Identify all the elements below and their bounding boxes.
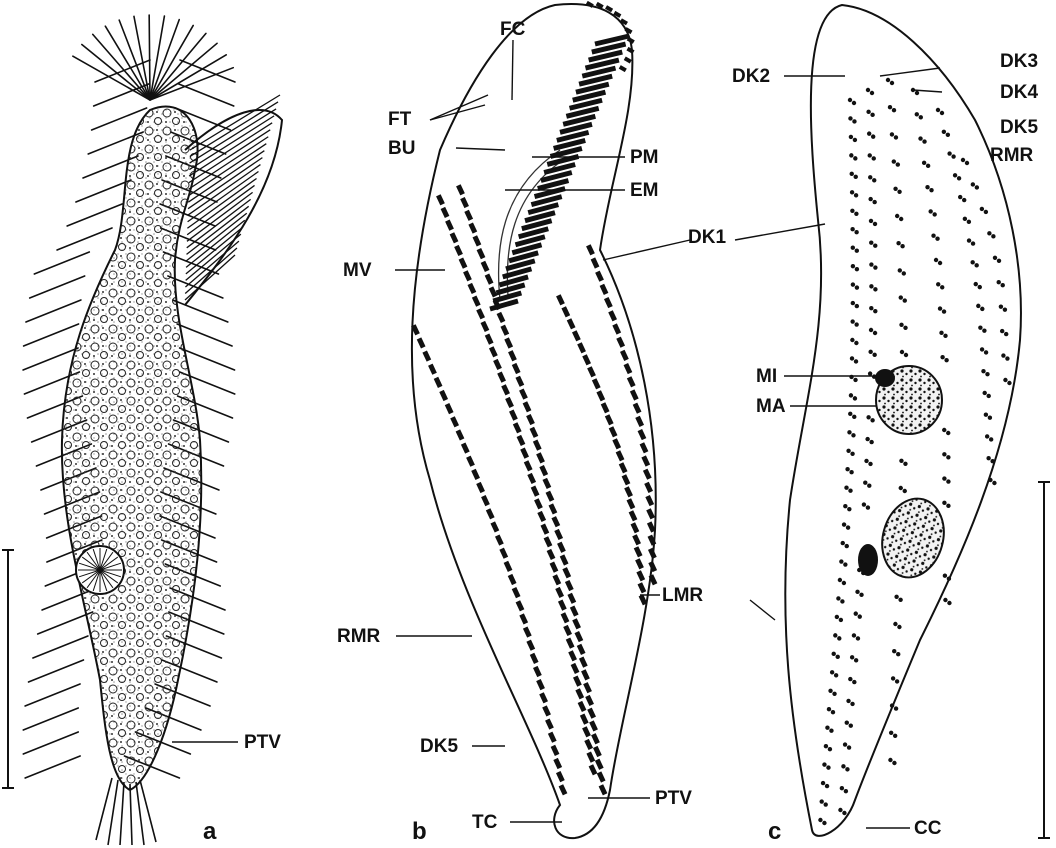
adoral-membranelles — [185, 95, 280, 300]
specimen-drawing-a — [23, 15, 282, 845]
label-rmr-b: RMR — [337, 627, 380, 646]
label-lmr: LMR — [662, 586, 703, 605]
label-cc: CC — [914, 819, 941, 838]
contractile-vacuole — [76, 546, 124, 594]
specimen-outline-b — [411, 1, 657, 838]
specimen-outline-c — [785, 5, 1021, 836]
label-rmr-c: RMR — [990, 146, 1033, 165]
label-ma: MA — [756, 397, 786, 416]
label-fc: FC — [500, 20, 525, 39]
label-bu: BU — [388, 139, 415, 158]
label-dk1: DK1 — [688, 228, 726, 247]
panel-label-b: b — [412, 820, 427, 844]
scale-bar-c — [1038, 482, 1050, 838]
label-pm: PM — [630, 148, 659, 167]
label-mi: MI — [756, 367, 777, 386]
micronucleus-1 — [875, 369, 895, 387]
label-dk5-b: DK5 — [420, 737, 458, 756]
label-mv: MV — [343, 261, 372, 280]
label-em: EM — [630, 181, 659, 200]
label-ptv-a: PTV — [244, 733, 281, 752]
scale-bar-a — [2, 550, 14, 788]
label-dk4: DK4 — [1000, 83, 1038, 102]
label-tc: TC — [472, 813, 497, 832]
label-ft: FT — [388, 110, 411, 129]
panel-label-c: c — [768, 820, 781, 844]
label-dk2: DK2 — [732, 67, 770, 86]
panel-label-a: a — [203, 820, 216, 844]
micronucleus-2 — [858, 544, 878, 576]
label-dk5-c: DK5 — [1000, 118, 1038, 137]
label-ptv-b: PTV — [655, 789, 692, 808]
label-dk3: DK3 — [1000, 52, 1038, 71]
